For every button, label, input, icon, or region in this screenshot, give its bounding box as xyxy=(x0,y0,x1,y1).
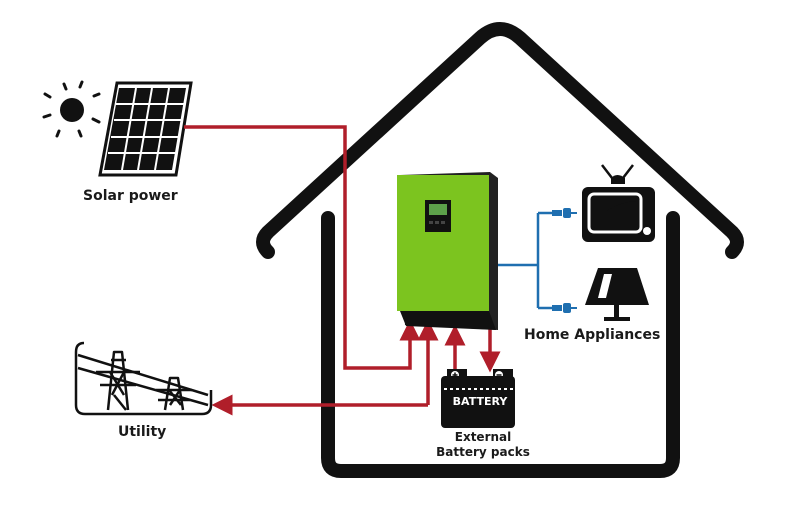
lamp-icon xyxy=(585,268,649,321)
house-outline-icon xyxy=(256,22,744,478)
battery-icon xyxy=(441,369,515,428)
sun-icon xyxy=(42,80,101,138)
power-tower-icon xyxy=(74,341,213,416)
utility-label: Utility xyxy=(118,424,167,440)
utility-inverter-wire xyxy=(211,319,439,416)
inverter-icon xyxy=(397,172,498,330)
tv-icon xyxy=(582,164,655,242)
home-appliances-label: Home Appliances xyxy=(524,327,661,343)
solar-to-inverter-wire xyxy=(184,125,421,370)
solar-power-label: Solar power xyxy=(83,188,178,204)
solar-panel-icon xyxy=(98,81,193,177)
external-battery-label: External Battery packs xyxy=(436,430,530,459)
inverter-to-appliances-wire xyxy=(498,211,552,310)
battery-label: BATTERY xyxy=(452,395,508,408)
plug-icon xyxy=(552,208,577,313)
